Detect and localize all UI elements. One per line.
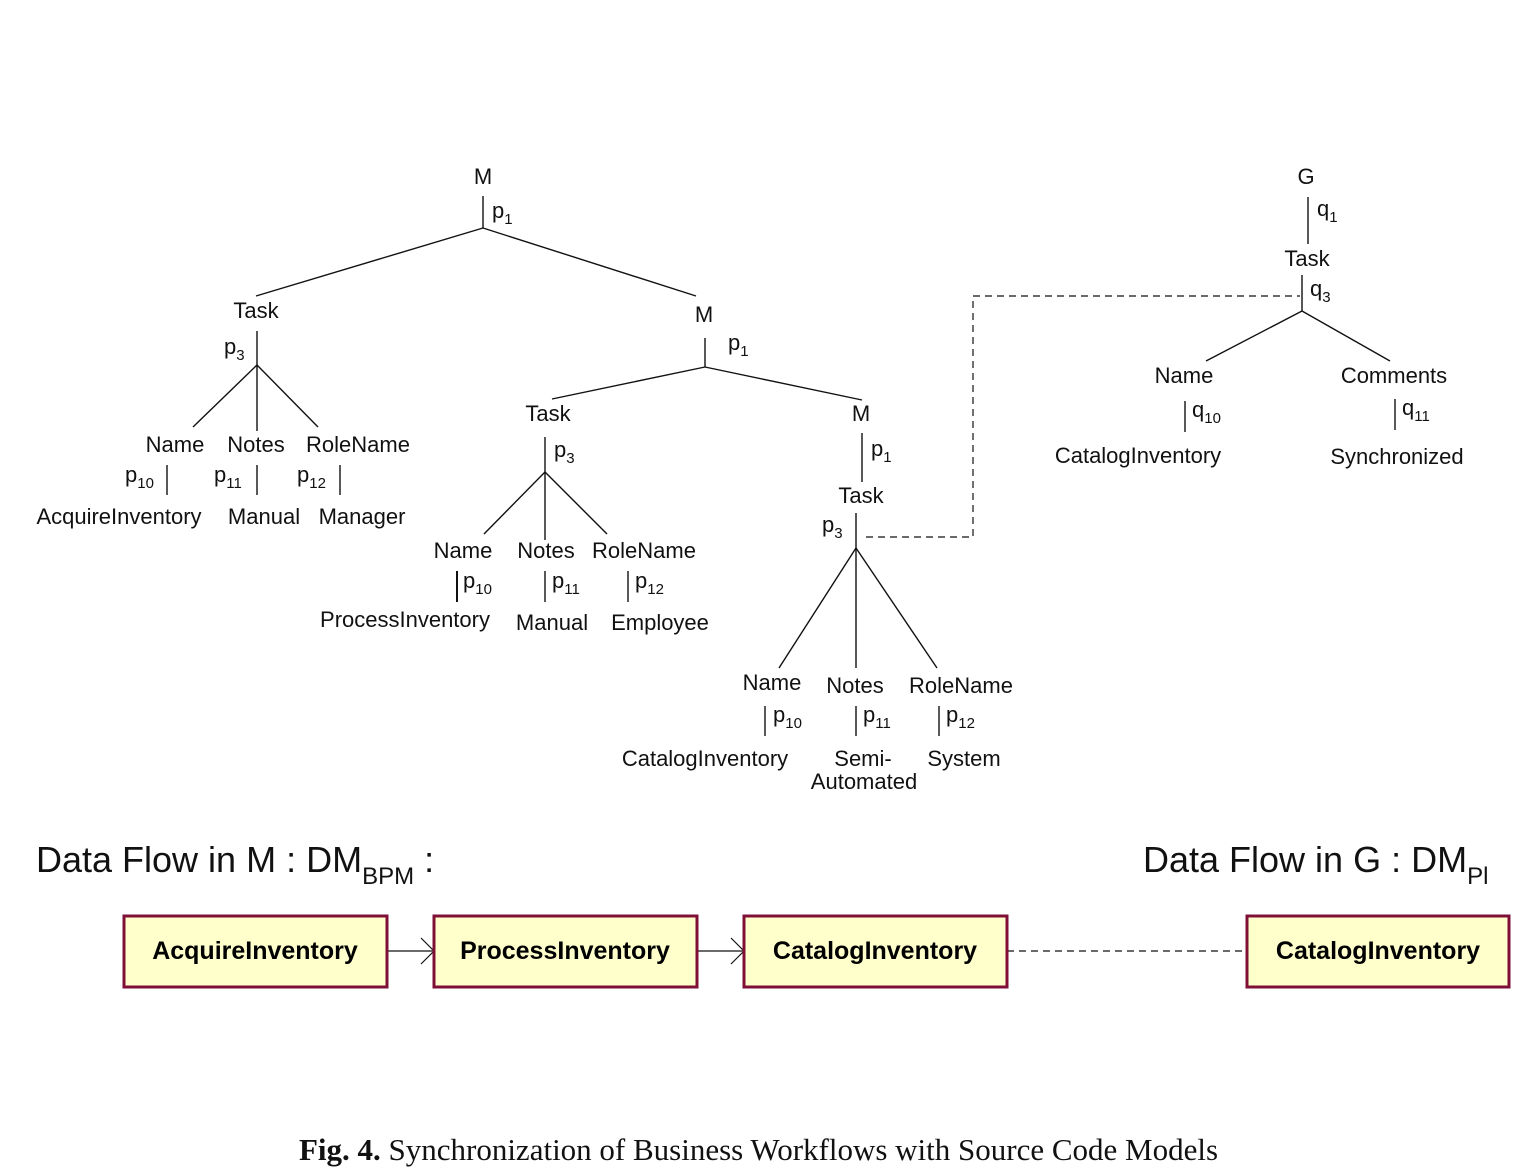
edge-label-task3: p3 <box>822 512 843 542</box>
node-task1-notes: Notes <box>227 432 284 457</box>
node-m2: M <box>695 302 713 327</box>
edge-label-g-task: q3 <box>1310 276 1331 306</box>
edge-label-task1: p3 <box>224 334 245 364</box>
node-task3-rolename: RoleName <box>909 673 1013 698</box>
data-flow-m-title: Data Flow in M : DMBPM : <box>36 839 434 890</box>
value-task1-notes: Manual <box>228 504 300 529</box>
flow-box-catalog-g <box>1245 914 1511 989</box>
node-m-root: M <box>474 164 492 189</box>
node-g-comments: Comments <box>1341 363 1447 388</box>
data-flow-g-title: Data Flow in G : DMPl <box>1143 839 1488 890</box>
edge-task3-rolename <box>855 547 938 669</box>
edge-label-task3-notes: p11 <box>863 702 891 732</box>
caption-prefix: Fig. 4. <box>298 1132 381 1167</box>
edge-label-task2: p3 <box>554 437 575 467</box>
value-task2-notes: Manual <box>516 610 588 635</box>
edge-m2-task2 <box>551 366 706 400</box>
value-g-comments: Synchronized <box>1330 444 1463 469</box>
tree-m: M p1 Task p3 Name Notes RoleName p10 p11… <box>36 164 1013 794</box>
edge-m-root-task1 <box>255 227 484 297</box>
edge-label-task1-notes: p11 <box>214 462 242 492</box>
value-task2-rolename: Employee <box>611 610 709 635</box>
flow-box-label-catalog-m: CatalogInventory <box>773 937 977 965</box>
edge-label-task1-rolename: p12 <box>297 462 326 492</box>
dashed-correspondence-link <box>866 295 1300 538</box>
edge-label-task2-name: p10 <box>463 568 492 598</box>
value-g-name: CatalogInventory <box>1055 443 1221 468</box>
value-task3-rolename: System <box>927 746 1000 771</box>
edge-task1-rolename <box>256 364 319 428</box>
edge-label-task1-name: p10 <box>125 462 154 492</box>
value-task1-name: AcquireInventory <box>36 504 201 529</box>
node-m3: M <box>852 401 870 426</box>
value-task3-name: CatalogInventory <box>622 746 788 771</box>
value-task3-notes-line2: Automated <box>811 769 917 794</box>
node-task3-name: Name <box>743 670 802 695</box>
node-task1: Task <box>233 298 279 323</box>
node-task3: Task <box>838 483 884 508</box>
edge-label-g-name: q10 <box>1192 397 1221 427</box>
edge-label-g-comments: q11 <box>1402 395 1430 425</box>
edge-label-m-root: p1 <box>492 198 513 228</box>
edge-task2-name <box>483 471 546 535</box>
edge-label-task3-rolename: p12 <box>946 702 975 732</box>
edge-label-m2: p1 <box>728 330 749 360</box>
node-g-root: G <box>1297 164 1314 189</box>
node-task2-rolename: RoleName <box>592 538 696 563</box>
tree-g: G q1 Task q3 Name Comments q10 q11 Catal… <box>1055 164 1464 469</box>
node-task2: Task <box>525 401 571 426</box>
node-task1-name: Name <box>146 432 205 457</box>
flow-box-label-process: ProcessInventory <box>460 937 670 965</box>
value-task3-notes-line1: Semi- <box>834 746 891 771</box>
edge-task1-name <box>192 364 258 428</box>
edge-label-task2-notes: p11 <box>552 568 580 598</box>
figure-caption: Fig. 4. Synchronization of Business Work… <box>0 1132 1517 1168</box>
edge-label-g-root: q1 <box>1317 196 1338 226</box>
node-task2-notes: Notes <box>517 538 574 563</box>
edge-label-m3: p1 <box>871 436 892 466</box>
flow-box-catalog-m <box>742 914 1009 989</box>
edge-label-task3-name: p10 <box>773 702 802 732</box>
flow-box-process <box>432 914 699 989</box>
edge-g-task-name <box>1205 310 1303 362</box>
node-g-task: Task <box>1284 246 1330 271</box>
flow-boxes <box>122 914 1511 989</box>
node-task1-rolename: RoleName <box>306 432 410 457</box>
edge-task3-name <box>778 547 857 669</box>
node-g-name: Name <box>1155 363 1214 388</box>
edge-label-task2-rolename: p12 <box>635 568 664 598</box>
flow-box-acquire <box>122 914 389 989</box>
edge-task2-rolename <box>544 471 608 535</box>
value-task2-name: ProcessInventory <box>320 607 490 632</box>
edge-m-root-m2 <box>482 227 697 297</box>
caption-text: Synchronization of Business Workflows wi… <box>388 1132 1219 1167</box>
node-task2-name: Name <box>434 538 493 563</box>
node-task3-notes: Notes <box>826 673 883 698</box>
edge-m2-m3 <box>704 366 863 401</box>
value-task1-rolename: Manager <box>319 504 406 529</box>
edge-g-task-comments <box>1301 310 1391 362</box>
flow-box-label-acquire: AcquireInventory <box>152 937 358 965</box>
flow-box-label-catalog-g: CatalogInventory <box>1276 937 1480 965</box>
